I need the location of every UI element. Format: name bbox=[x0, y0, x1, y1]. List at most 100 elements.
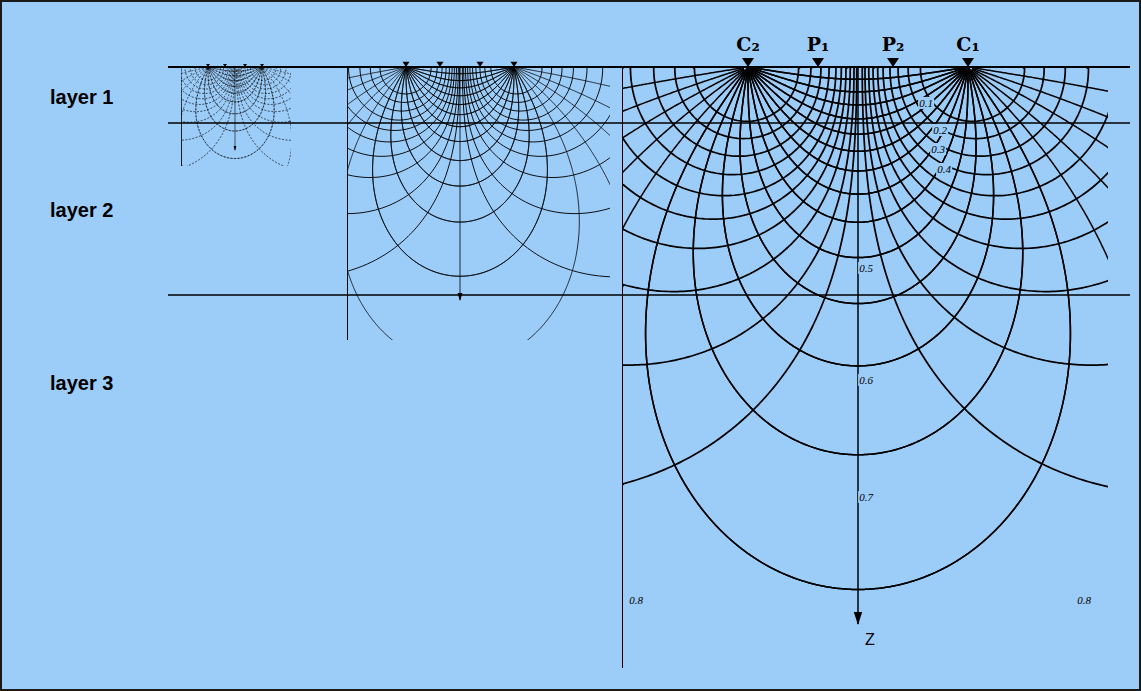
electrode-marker bbox=[742, 58, 754, 67]
layer-boundary bbox=[168, 294, 1130, 296]
current-line bbox=[516, 68, 610, 119]
current-flow-figures bbox=[161, 67, 1130, 673]
equipotential-line bbox=[622, 67, 1108, 668]
current-line bbox=[622, 68, 744, 93]
equipotential-line bbox=[865, 67, 1108, 365]
electrode-marker bbox=[243, 64, 247, 67]
depth-axis bbox=[857, 67, 859, 624]
equipotential-line bbox=[347, 67, 610, 340]
equipotential-line bbox=[347, 67, 610, 340]
equipotential-line bbox=[181, 67, 291, 166]
current-line bbox=[181, 68, 207, 166]
equipotential-line bbox=[862, 67, 1108, 487]
equipotential-line bbox=[245, 67, 286, 89]
electrode-marker bbox=[511, 62, 518, 67]
current-line bbox=[622, 69, 744, 152]
current-line bbox=[516, 67, 610, 91]
current-fraction: 0.1 bbox=[918, 97, 934, 109]
equipotential-line bbox=[491, 67, 542, 94]
electrode-label: C₁ bbox=[956, 34, 979, 55]
equipotential-line bbox=[464, 67, 610, 214]
axis-label: Z bbox=[863, 631, 877, 649]
current-line bbox=[209, 67, 262, 81]
equipotential-line bbox=[181, 67, 291, 166]
electrode-marker bbox=[223, 64, 227, 67]
axis-arrowhead bbox=[458, 293, 463, 301]
current-fraction: 0.5 bbox=[858, 262, 874, 274]
current-fraction: 0.6 bbox=[858, 374, 874, 386]
current-line bbox=[407, 67, 514, 115]
equipotential-line bbox=[347, 67, 610, 340]
equipotential-line bbox=[622, 67, 1108, 668]
equipotential-line bbox=[873, 67, 1108, 248]
electrode-marker bbox=[260, 64, 264, 67]
current-line bbox=[181, 67, 207, 79]
equipotential-line bbox=[181, 67, 291, 166]
layer-name: layer 2 bbox=[50, 199, 113, 221]
equipotential-line bbox=[908, 67, 1044, 139]
equipotential-line bbox=[347, 67, 610, 340]
equipotential-line bbox=[250, 67, 276, 80]
current-line bbox=[347, 67, 404, 82]
equipotential-line bbox=[622, 67, 1108, 668]
current-line bbox=[181, 67, 207, 94]
equipotential-line bbox=[622, 67, 1108, 668]
large-figure bbox=[622, 67, 1108, 668]
electrode-marker bbox=[403, 62, 410, 67]
equipotential-line bbox=[869, 67, 1108, 292]
equipotential-line bbox=[247, 67, 280, 85]
equipotential-line bbox=[241, 67, 291, 99]
electrode-marker bbox=[887, 58, 899, 67]
equipotential-line bbox=[240, 67, 291, 104]
equipotential-line bbox=[622, 67, 1108, 668]
electrode-marker bbox=[962, 58, 974, 67]
current-line bbox=[263, 68, 291, 123]
equipotential-line bbox=[181, 67, 291, 166]
equipotential-line bbox=[473, 67, 587, 130]
axis-arrowhead bbox=[854, 612, 862, 625]
equipotential-line bbox=[347, 67, 610, 340]
equipotential-line bbox=[181, 67, 291, 166]
current-fraction: 0.2 bbox=[932, 124, 948, 136]
equipotential-line bbox=[622, 67, 1108, 668]
electrode-marker bbox=[477, 62, 484, 67]
layer-boundary bbox=[168, 122, 1130, 124]
equipotential-line bbox=[181, 67, 291, 166]
current-line bbox=[490, 69, 579, 340]
medium-figure bbox=[347, 67, 610, 340]
layer-name: layer 3 bbox=[50, 372, 113, 394]
equipotential-line bbox=[347, 67, 610, 340]
equipotential-line bbox=[622, 67, 1108, 668]
equipotential-line bbox=[883, 67, 1108, 196]
current-fraction: 0.8 bbox=[1076, 594, 1092, 606]
electrode-marker bbox=[812, 58, 824, 67]
equipotential-line bbox=[347, 67, 610, 340]
equipotential-line bbox=[468, 67, 610, 156]
equipotential-line bbox=[898, 67, 1065, 156]
current-line bbox=[209, 67, 262, 76]
ground-surface bbox=[168, 66, 1130, 68]
electrode-label: C₂ bbox=[736, 34, 759, 55]
equipotential-line bbox=[470, 67, 603, 142]
current-line bbox=[263, 67, 291, 95]
current-fraction: 0.3 bbox=[930, 143, 946, 155]
equipotential-line bbox=[237, 67, 291, 140]
electrode-marker bbox=[206, 64, 210, 67]
equipotential-line bbox=[920, 67, 1024, 121]
current-fraction: 0.7 bbox=[858, 491, 874, 503]
depth-axis bbox=[235, 67, 236, 150]
equipotential-line bbox=[476, 67, 573, 120]
equipotential-line bbox=[485, 67, 552, 102]
current-line bbox=[208, 67, 261, 76]
current-fraction: 0.8 bbox=[628, 594, 644, 606]
equipotential-line bbox=[878, 67, 1108, 219]
equipotential-line bbox=[239, 67, 291, 112]
layer-name: layer 1 bbox=[50, 86, 113, 108]
equipotential-line bbox=[236, 67, 291, 166]
equipotential-line bbox=[347, 67, 610, 340]
equipotential-line bbox=[181, 67, 291, 166]
equipotential-line bbox=[243, 67, 291, 94]
electrode-label: P₂ bbox=[882, 34, 905, 55]
